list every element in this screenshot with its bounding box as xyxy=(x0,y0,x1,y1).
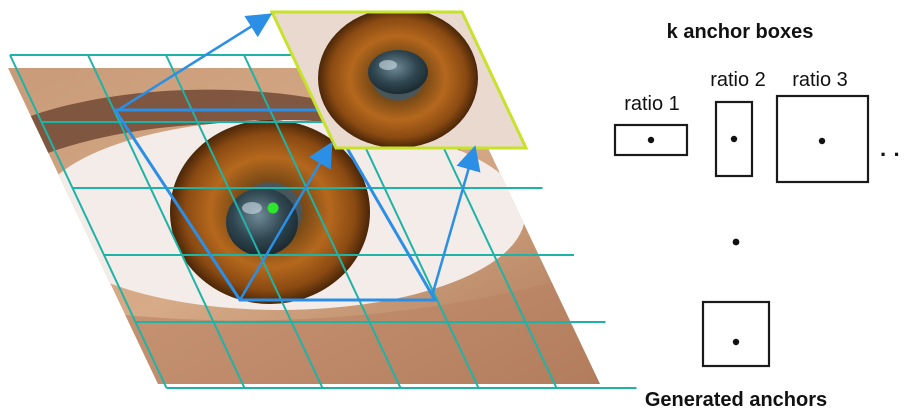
generated-anchor-box xyxy=(701,300,771,368)
grid-column-line xyxy=(9,54,168,389)
panel-title: k anchor boxes xyxy=(667,21,814,43)
arrow-center xyxy=(238,141,333,301)
anchor-box-ratio-2-center xyxy=(730,135,738,143)
ratio-2-label: ratio 2 xyxy=(710,69,766,91)
anchor-center-dot xyxy=(267,202,279,214)
zoom-arrows xyxy=(117,13,481,301)
receptive-field-box xyxy=(112,108,438,302)
panel-footer: Generated anchors xyxy=(645,389,827,411)
generated-anchor-center xyxy=(732,338,740,346)
anchor-box-ratio-2 xyxy=(714,100,754,178)
arrow-bottom-right xyxy=(430,145,481,297)
anchor-box-ratio-1 xyxy=(613,123,689,157)
arrow-top-left xyxy=(117,13,273,112)
ratio-1-label: ratio 1 xyxy=(624,93,680,115)
ratio-3-label: ratio 3 xyxy=(792,69,848,91)
zoom-frame xyxy=(269,10,529,150)
ellipsis-more: · · xyxy=(880,142,901,167)
anchor-box-ratio-1-center xyxy=(647,136,655,144)
anchor-box-ratio-3 xyxy=(775,94,870,184)
pupil xyxy=(226,188,298,256)
anchor-panel: k anchor boxes ratio 1 ratio 2 ratio 3 ·… xyxy=(613,21,901,411)
continuation-dot xyxy=(732,238,740,246)
anchor-box-ratio-3-center xyxy=(818,137,826,145)
